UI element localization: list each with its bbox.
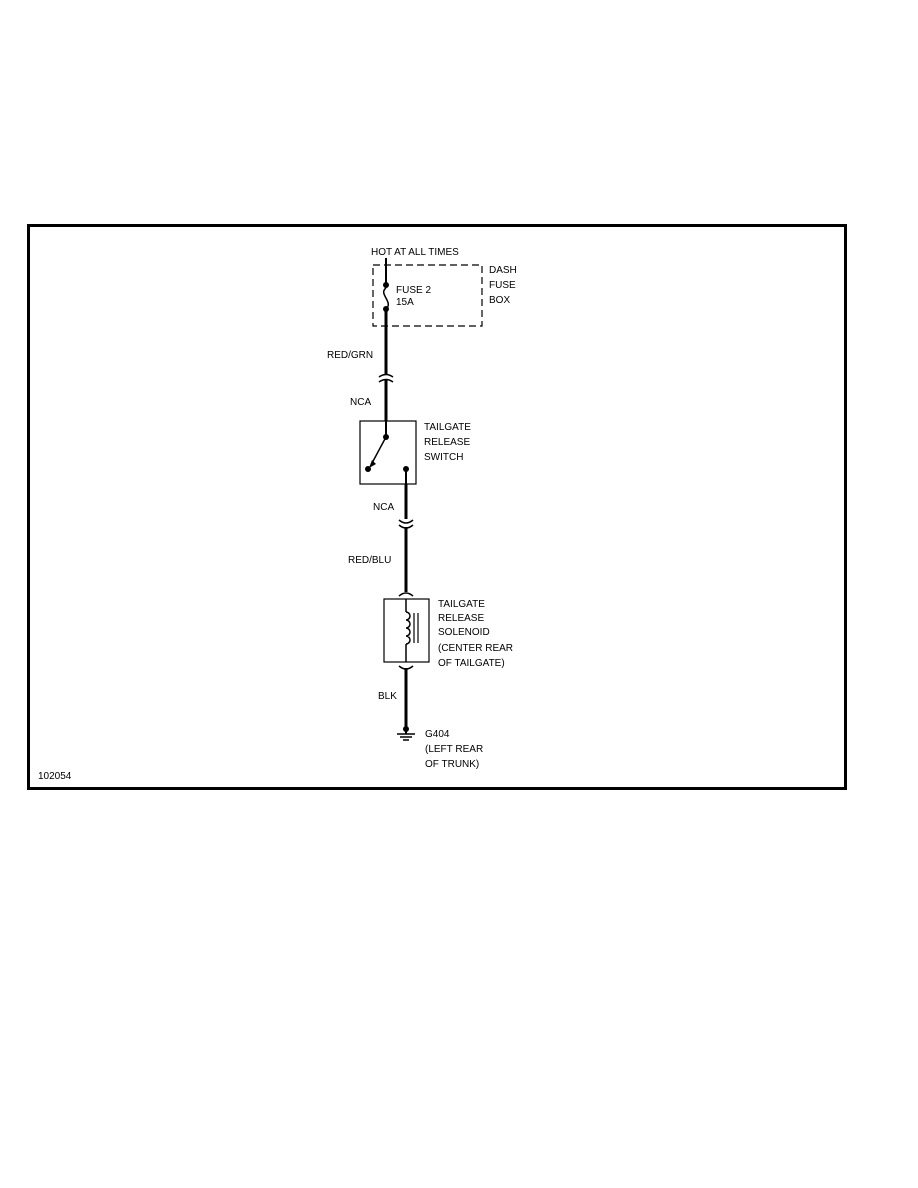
switch-arm [370,436,387,466]
connector-mid-upper [398,519,414,524]
power-label: HOT AT ALL TIMES [371,247,459,258]
solenoid-label-3: SOLENOID [438,627,490,638]
ground-label-3: OF TRUNK) [425,759,479,770]
fuse-box-label-3: BOX [489,295,510,306]
switch-arm-arrow [369,460,376,468]
solenoid-label-2: RELEASE [438,613,484,624]
connector-top-lower [378,378,394,383]
switch-label-2: RELEASE [424,437,470,448]
wire-label-red-blu: RED/BLU [348,555,391,566]
wire-label-blk: BLK [378,691,397,702]
solenoid-label-4: (CENTER REAR [438,643,513,654]
switch-label-1: TAILGATE [424,422,471,433]
solenoid-label-1: TAILGATE [438,599,485,610]
fuse-name: FUSE 2 [396,285,431,296]
fuse-terminal-top [383,282,389,288]
diagram-frame [27,224,847,790]
fuse-terminal-bottom [383,306,389,312]
connector-top-label: NCA [350,397,371,408]
connector-mid-label: NCA [373,502,394,513]
fuse-box-label-2: FUSE [489,280,516,291]
fuse-box-outline [372,264,483,327]
connector-solenoid-in [398,592,414,597]
fuse-rating: 15A [396,297,414,308]
fuse-box-label-1: DASH [489,265,517,276]
switch-open-terminal [365,466,371,472]
connector-top-upper [378,373,394,378]
fuse-element [383,287,389,310]
solenoid-label-5: OF TAILGATE) [438,658,505,669]
ground-label-2: (LEFT REAR [425,744,483,755]
figure-id: 102054 [38,771,72,782]
solenoid-coil [405,611,411,645]
switch-label-3: SWITCH [424,452,463,463]
switch-box [359,420,417,485]
ground-label-1: G404 [425,729,450,740]
wire-label-red-grn: RED/GRN [327,350,373,361]
